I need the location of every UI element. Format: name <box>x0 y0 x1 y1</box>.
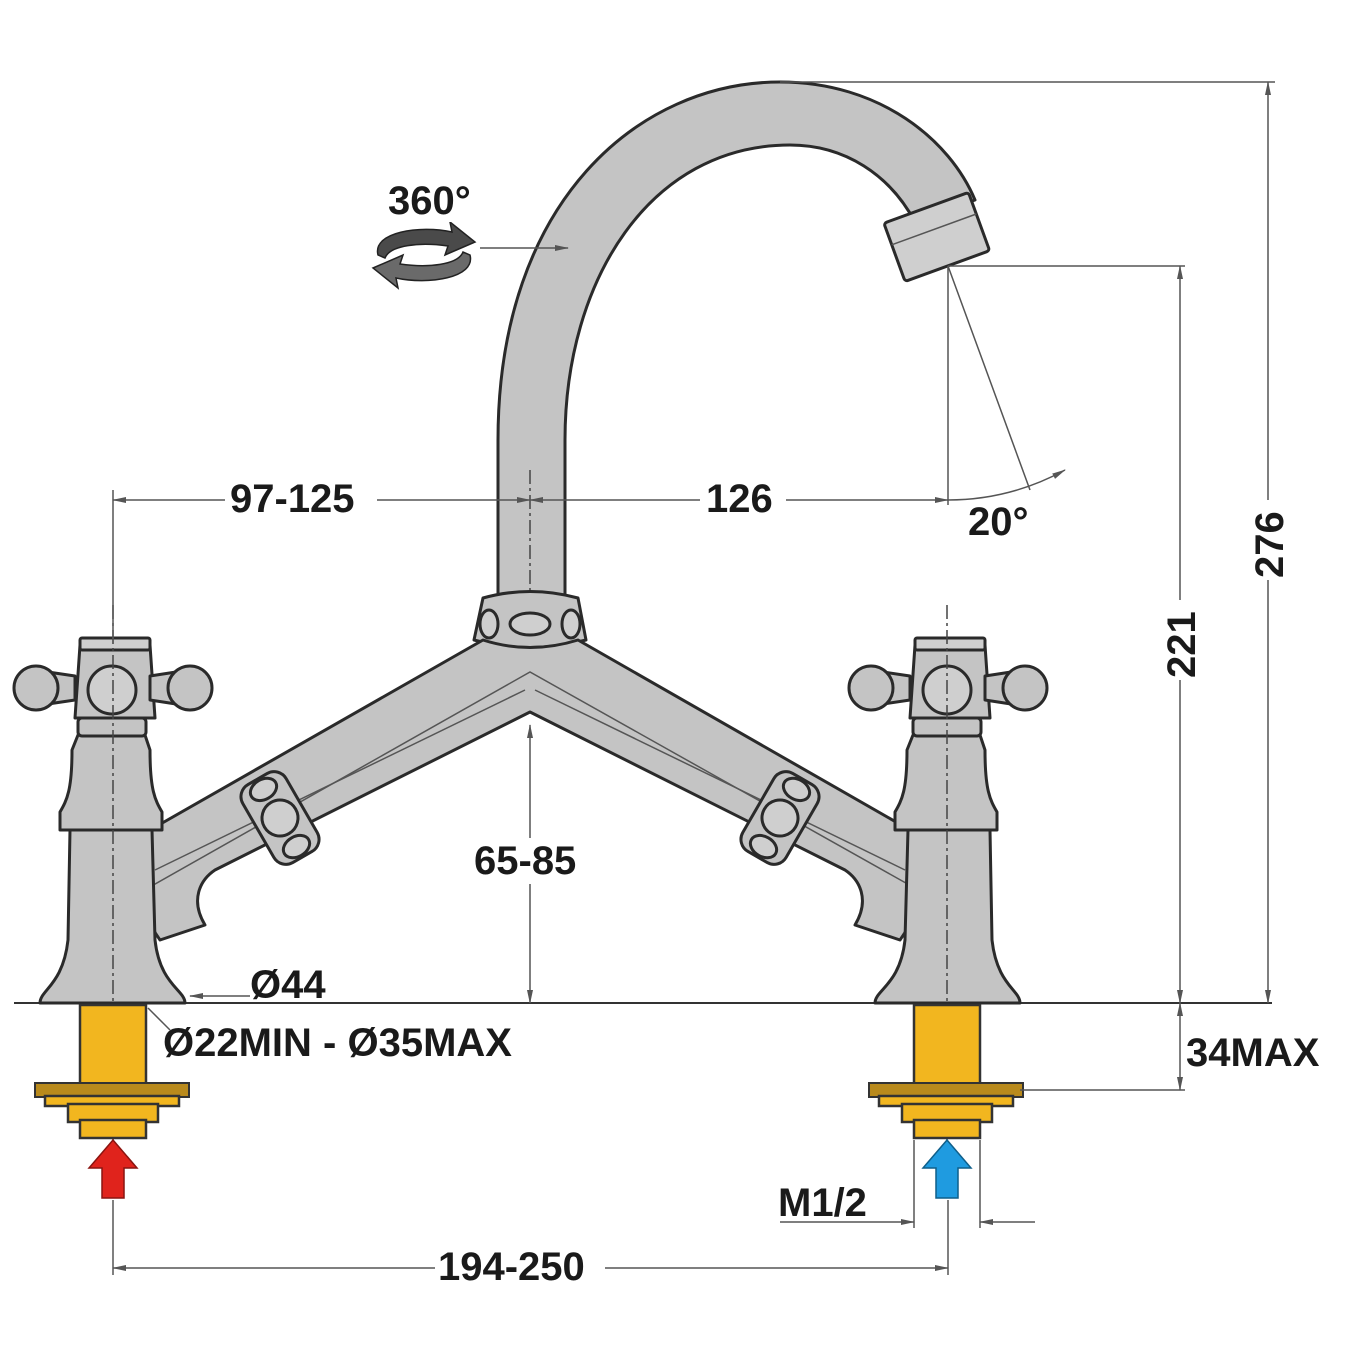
spout <box>496 80 991 650</box>
dimension-lines <box>112 81 1275 1275</box>
base-diameter-label: Ø44 <box>250 963 326 1007</box>
right-span-label: 126 <box>706 477 773 521</box>
rotation-arrows-icon <box>371 220 477 290</box>
total-height-label: 276 <box>1248 511 1292 578</box>
aerator <box>883 191 991 283</box>
cold-inlet-arrow <box>921 1138 973 1199</box>
arm-collar-right <box>739 770 821 866</box>
spout-angle-label: 20° <box>968 500 1029 544</box>
hot-inlet-arrow <box>87 1138 139 1199</box>
arm-collar-left <box>239 770 321 866</box>
left-span-label: 97-125 <box>230 477 355 521</box>
hole-diameter-label: Ø22MIN - Ø35MAX <box>163 1021 512 1065</box>
bridge-height-label: 65-85 <box>474 839 576 883</box>
centres-label: 194-250 <box>438 1245 585 1289</box>
brass-tail-cold <box>868 1003 1024 1140</box>
brass-tail-hot <box>34 1003 190 1140</box>
tap-body-hot <box>12 605 214 1145</box>
thread-label: M1/2 <box>778 1181 867 1225</box>
spout-collar <box>472 590 588 649</box>
outlet-height-label: 221 <box>1160 611 1204 678</box>
rotation-label: 360° <box>388 179 471 223</box>
tap-body-cold <box>847 605 1049 1145</box>
deck-thickness-label: 34MAX <box>1186 1031 1320 1075</box>
